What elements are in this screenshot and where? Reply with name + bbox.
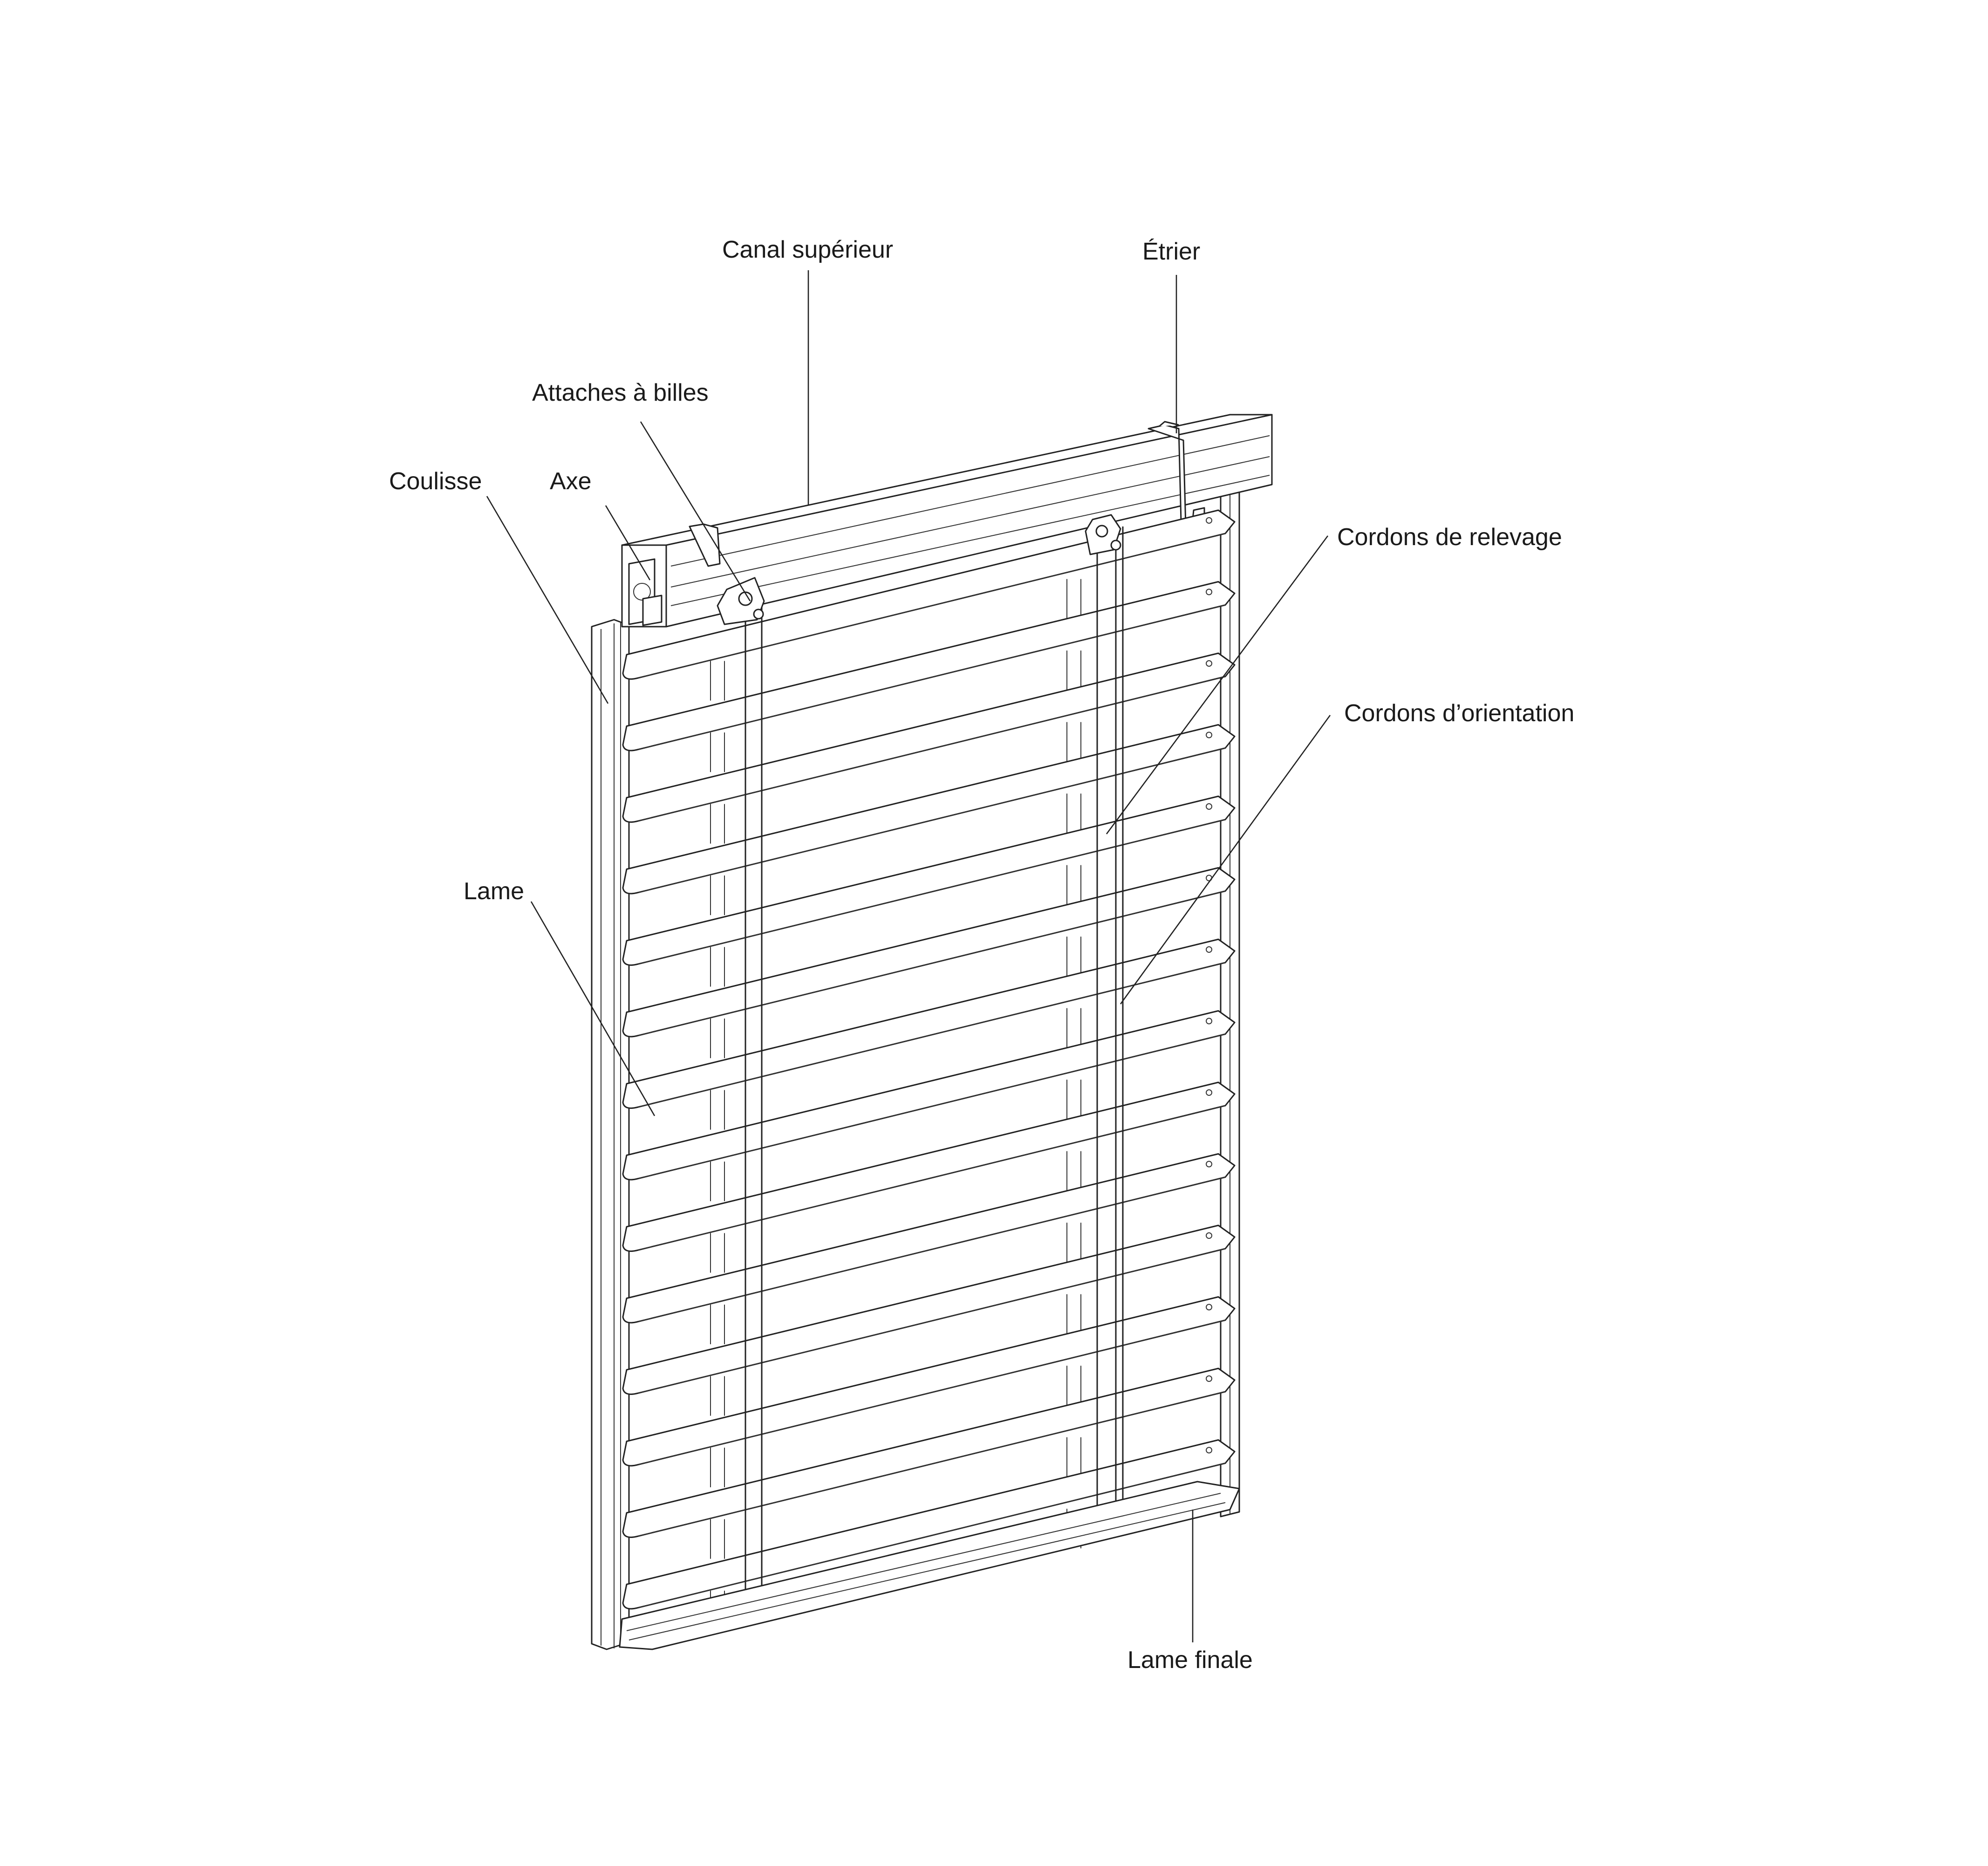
slats-group: [622, 509, 1236, 1631]
slat: [622, 1081, 1236, 1273]
right-frame: [1220, 484, 1240, 1517]
slat: [622, 795, 1236, 987]
slat: [622, 1296, 1236, 1488]
leader-lines: [486, 270, 1331, 1642]
side-rail: [591, 619, 630, 1650]
cords: [745, 526, 1124, 1603]
slat: [622, 938, 1236, 1130]
slat: [622, 1367, 1236, 1559]
label-attaches-a-billes: Attaches à billes: [532, 379, 709, 406]
label-lame: Lame: [464, 878, 524, 905]
slat: [622, 581, 1236, 772]
slat: [622, 1010, 1236, 1202]
bracket-left: [689, 523, 721, 567]
label-lame-finale: Lame finale: [1127, 1647, 1253, 1674]
label-canal-superieur: Canal supérieur: [722, 236, 893, 263]
label-axe: Axe: [550, 468, 592, 495]
slat: [622, 1153, 1236, 1345]
label-cordons-de-relevage: Cordons de relevage: [1337, 524, 1562, 551]
slat: [622, 652, 1236, 844]
slat: [622, 867, 1236, 1059]
bottom-rail: [619, 1481, 1240, 1650]
ball-clips: [717, 514, 1121, 625]
slat: [622, 724, 1236, 916]
head-rail: [621, 414, 1273, 628]
label-coulisse: Coulisse: [389, 468, 482, 495]
slat: [622, 1224, 1236, 1416]
label-cordons-d-orientation: Cordons d’orientation: [1344, 700, 1574, 727]
slat: [622, 509, 1236, 701]
labels: Canal supérieur Étrier Attaches à billes…: [389, 236, 1574, 1674]
label-etrier: Étrier: [1142, 238, 1200, 265]
